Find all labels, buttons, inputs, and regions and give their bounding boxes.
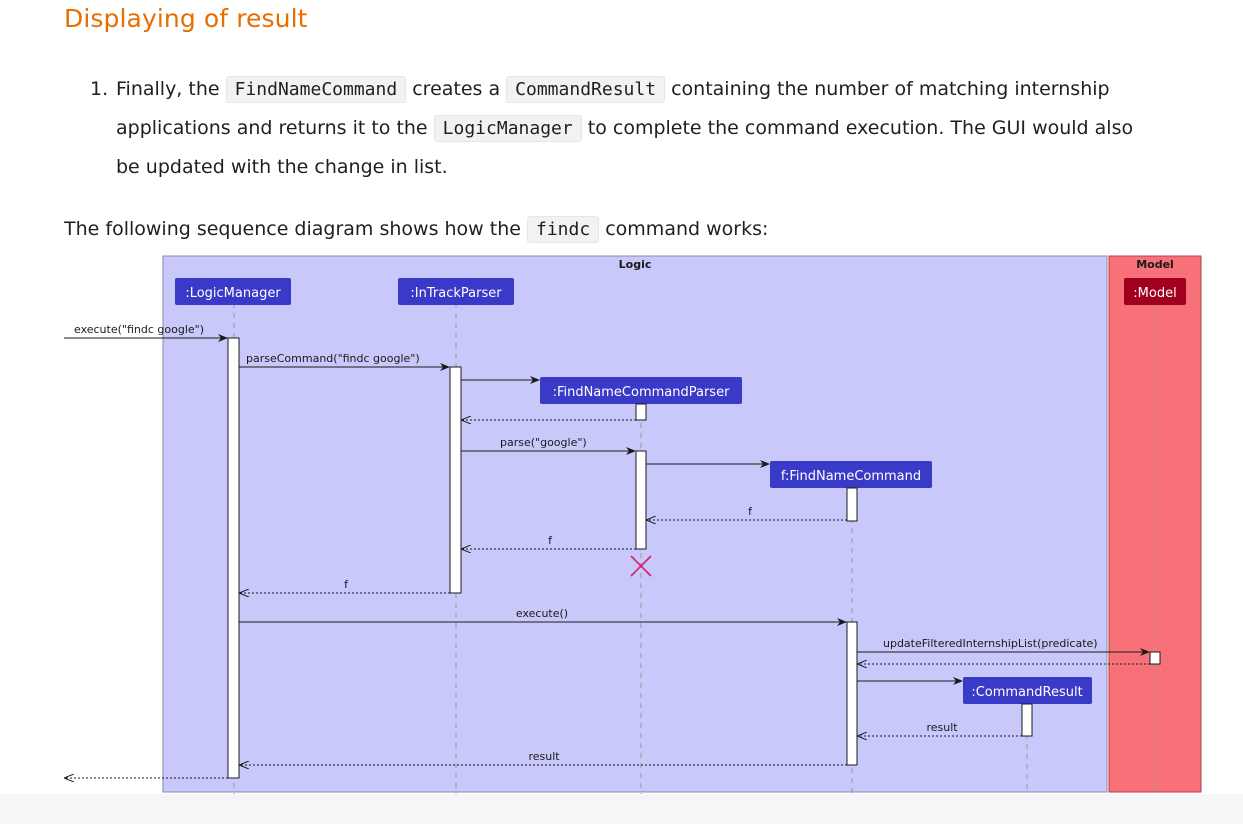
code-logicmanager: LogicManager xyxy=(433,115,582,142)
participant-logicmanager xyxy=(175,278,291,305)
activation-logicmanager xyxy=(227,337,240,779)
step-text: containing the number of matching intern… xyxy=(116,78,1110,139)
participant-model-label: :Model xyxy=(1133,286,1176,301)
message-label-result-2: result xyxy=(528,750,560,763)
participant-model xyxy=(1124,278,1186,305)
activation-findnamecommandparser-1 xyxy=(635,403,647,421)
participant-logicmanager-label: :LogicManager xyxy=(185,286,281,301)
participant-findnamecommand xyxy=(770,461,932,488)
diagram-intro: The following sequence diagram shows how… xyxy=(64,214,768,245)
logic-box-label: Logic xyxy=(619,258,652,271)
message-label-f-2: f xyxy=(548,534,553,547)
activation-findnamecommandparser-2 xyxy=(635,450,647,550)
step-text: Finally, the xyxy=(116,78,226,100)
step-number: 1. xyxy=(90,78,109,100)
code-findc: findc xyxy=(527,216,600,243)
intro-text: The following sequence diagram shows how… xyxy=(64,218,527,240)
intro-text: command works: xyxy=(599,218,769,240)
message-label-f-1: f xyxy=(748,505,753,518)
activation-intrackparser xyxy=(449,366,462,594)
code-commandresult: CommandResult xyxy=(506,76,666,103)
participant-findnamecommandparser-label: :FindNameCommandParser xyxy=(553,385,731,400)
model-box-label: Model xyxy=(1136,258,1174,271)
participant-intrackparser-label: :InTrackParser xyxy=(410,286,502,301)
message-label-execute-findc: execute("findc google") xyxy=(74,323,204,336)
participant-commandresult-label: :CommandResult xyxy=(971,685,1082,700)
page-bottom-band xyxy=(0,794,1243,824)
activation-findnamecommand-2 xyxy=(846,621,858,766)
step-list: 1. Finally, the FindNameCommand creates a… xyxy=(90,70,1146,186)
participant-commandresult xyxy=(963,677,1092,704)
step-text: creates a xyxy=(406,78,507,100)
participant-intrackparser xyxy=(398,278,514,305)
step-text: to complete the command execution. The G… xyxy=(116,117,1134,178)
destroy-marker xyxy=(630,555,652,577)
section-heading: Displaying of result xyxy=(64,4,308,33)
message-label-execute: execute() xyxy=(516,607,568,620)
code-findnamecommand: FindNameCommand xyxy=(225,76,407,103)
participant-findnamecommand-label: f:FindNameCommand xyxy=(781,469,921,484)
activation-commandresult xyxy=(1021,703,1033,737)
activation-model xyxy=(1149,651,1161,665)
message-label-parse: parse("google") xyxy=(500,436,587,449)
message-label-parse-command: parseCommand("findc google") xyxy=(246,352,420,365)
logic-box xyxy=(162,255,1108,793)
participant-findnamecommandparser xyxy=(540,377,742,404)
message-label-update-filtered: updateFilteredInternshipList(predicate) xyxy=(883,637,1098,650)
message-label-result-1: result xyxy=(926,721,958,734)
step-item: 1. Finally, the FindNameCommand creates a… xyxy=(90,70,1146,186)
message-label-f-3: f xyxy=(344,578,349,591)
activation-findnamecommand-1 xyxy=(846,487,858,522)
